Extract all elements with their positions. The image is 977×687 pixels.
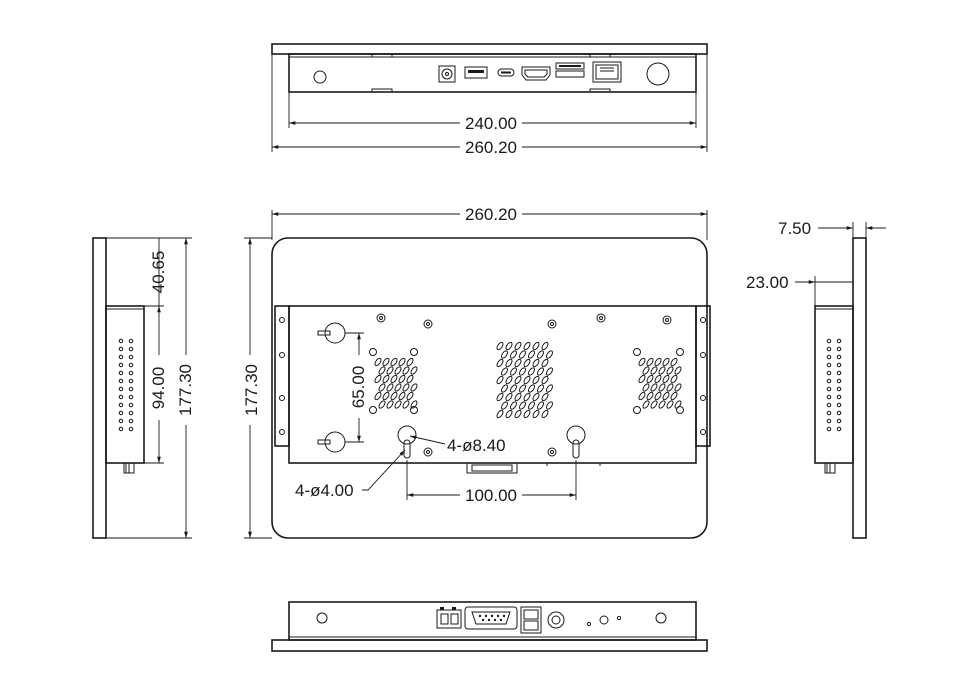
right-bracket (695, 305, 711, 447)
vent-grid-right (633, 348, 684, 414)
dim-left-body-height: 94.00 (149, 367, 168, 410)
dim-front-overall-height: 177.30 (242, 364, 261, 416)
terminal-block-icon (436, 607, 462, 629)
right-side-view: 7.50 23.00 (746, 219, 886, 539)
left-side-view: 40.65 94.00 177.30 (92, 237, 195, 539)
vesa-slot-right (566, 425, 586, 459)
db9-stub (466, 462, 518, 474)
front-view: 260.20 65.00 (242, 205, 711, 539)
power-button-icon (646, 62, 670, 86)
keyhole-slot-lower (317, 431, 346, 453)
bottom-io-panel (288, 601, 697, 641)
keyhole-slot-upper (317, 322, 346, 344)
screw-hole (655, 612, 667, 624)
right-housing (814, 305, 854, 464)
top-view: 240.00 260.20 (271, 43, 708, 157)
bottom-bezel-edge (271, 639, 708, 652)
screw-hole (313, 70, 327, 84)
dim-top-overall-width: 260.20 (465, 138, 517, 157)
dc-jack-icon (438, 65, 456, 83)
left-side-vent-holes (118, 338, 134, 432)
top-bezel-edge (271, 43, 708, 55)
right-side-vent-holes (826, 338, 842, 432)
dim-right-bezel-depth: 7.50 (778, 219, 811, 238)
card-slot-icon (555, 62, 585, 78)
dual-usb-icon (520, 606, 542, 634)
reset-button-icon (599, 615, 609, 625)
usb-port-icon (464, 66, 488, 79)
dim-right-total-depth: 23.00 (746, 273, 789, 292)
dim-left-overall-height: 177.30 (176, 364, 195, 416)
dim-left-top-offset: 40.65 (149, 251, 168, 294)
dim-front-overall-width: 260.20 (465, 205, 517, 224)
dim-inner-width: 240.00 (465, 114, 517, 133)
hdmi-port-icon (521, 66, 551, 81)
screw-hole (316, 612, 328, 624)
audio-jack-icon (547, 611, 565, 629)
dim-mount-pitch: 100.00 (465, 486, 517, 505)
ethernet-port-icon (592, 61, 622, 83)
left-bezel (92, 237, 107, 539)
indicator-led (616, 615, 622, 621)
left-bracket (274, 305, 290, 447)
vent-grid-center (496, 341, 554, 419)
callout-mount-slot: 4-ø8.40 (447, 436, 506, 455)
dim-bracket-hole-pitch: 65.00 (349, 366, 368, 409)
usb-c-port-icon (497, 68, 515, 77)
vesa-slot-left (397, 425, 417, 459)
indicator-led (586, 621, 592, 627)
mounting-screws (376, 313, 672, 457)
right-bezel (852, 237, 867, 539)
vent-grid-left (369, 348, 418, 414)
front-panel-outline (271, 237, 708, 539)
bottom-view (271, 601, 708, 652)
top-io-panel (288, 53, 697, 93)
serial-port-icon (464, 606, 518, 630)
callout-mount-hole: 4-ø4.00 (295, 481, 354, 500)
left-housing (105, 305, 145, 464)
